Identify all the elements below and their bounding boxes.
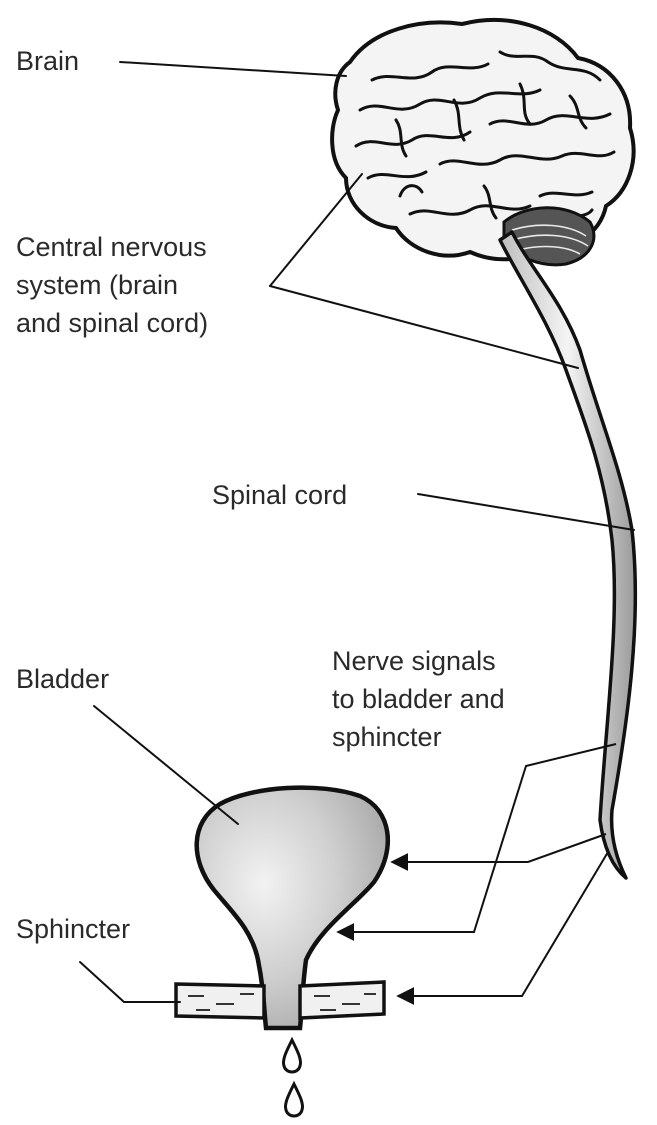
sphincter-leader-line	[80, 962, 180, 1002]
nerve-signals-line-3: sphincter	[332, 718, 505, 756]
bladder-leader-line	[94, 706, 238, 824]
nerve-arrow-to-sphincter	[398, 852, 608, 996]
cns-leader-line-brain	[270, 174, 362, 286]
nerve-arrow-to-bladder	[392, 834, 606, 862]
drop-upper-icon	[283, 1040, 300, 1072]
cns-label-line-3: and spinal cord)	[16, 304, 208, 342]
drop-lower-icon	[285, 1084, 302, 1116]
cns-label-line-1: Central nervous	[16, 228, 208, 266]
sphincter-label: Sphincter	[16, 910, 130, 948]
spinal-cord-leader-line	[418, 494, 634, 530]
brain-illustration	[332, 20, 633, 265]
nerve-signals-line-1: Nerve signals	[332, 642, 505, 680]
brain-label: Brain	[16, 42, 79, 80]
spinal-cord-label: Spinal cord	[212, 476, 347, 514]
cns-label: Central nervous system (brain and spinal…	[16, 228, 208, 342]
brain-leader-line	[120, 62, 346, 76]
nerve-signals-line-2: to bladder and	[332, 680, 505, 718]
nerve-signals-label: Nerve signals to bladder and sphincter	[332, 642, 505, 756]
bladder-label: Bladder	[16, 660, 109, 698]
cns-label-line-2: system (brain	[16, 266, 208, 304]
